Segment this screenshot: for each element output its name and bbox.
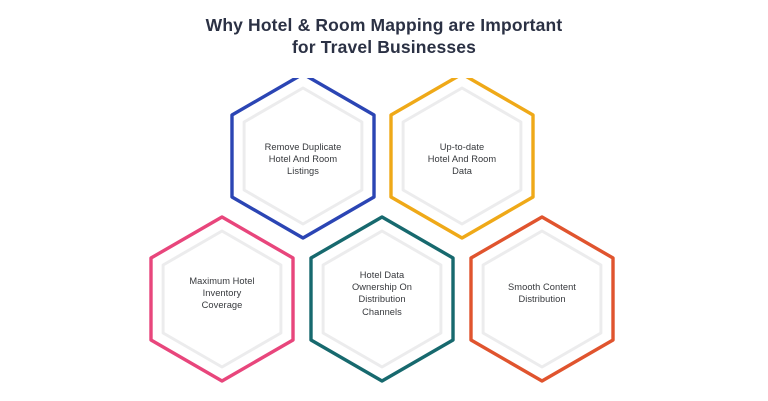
hexagon-inner-outline-smooth-content-distribution [481, 229, 603, 369]
page-title-line-2: for Travel Businesses [291, 37, 477, 57]
hexagon-outline-remove-duplicate-listings [230, 78, 376, 240]
hexagon-outline-maximum-inventory-coverage [149, 215, 295, 383]
hexagon-inner-outline-remove-duplicate-listings [242, 86, 364, 226]
hexagon-outline-hotel-data-ownership [309, 215, 455, 383]
page-title: Why Hotel & Room Mapping are Important f… [0, 14, 768, 58]
hexagon-outline-smooth-content-distribution [469, 215, 615, 383]
hexagon-outline-up-to-date-data [389, 78, 535, 240]
page-title-line-1: Why Hotel & Room Mapping are Important [205, 15, 563, 35]
hexagon-inner-outline-maximum-inventory-coverage [161, 229, 283, 369]
hexagon-inner-outline-hotel-data-ownership [321, 229, 443, 369]
hexagon-shapes [149, 78, 615, 383]
hexagon-inner-outline-up-to-date-data [401, 86, 523, 226]
